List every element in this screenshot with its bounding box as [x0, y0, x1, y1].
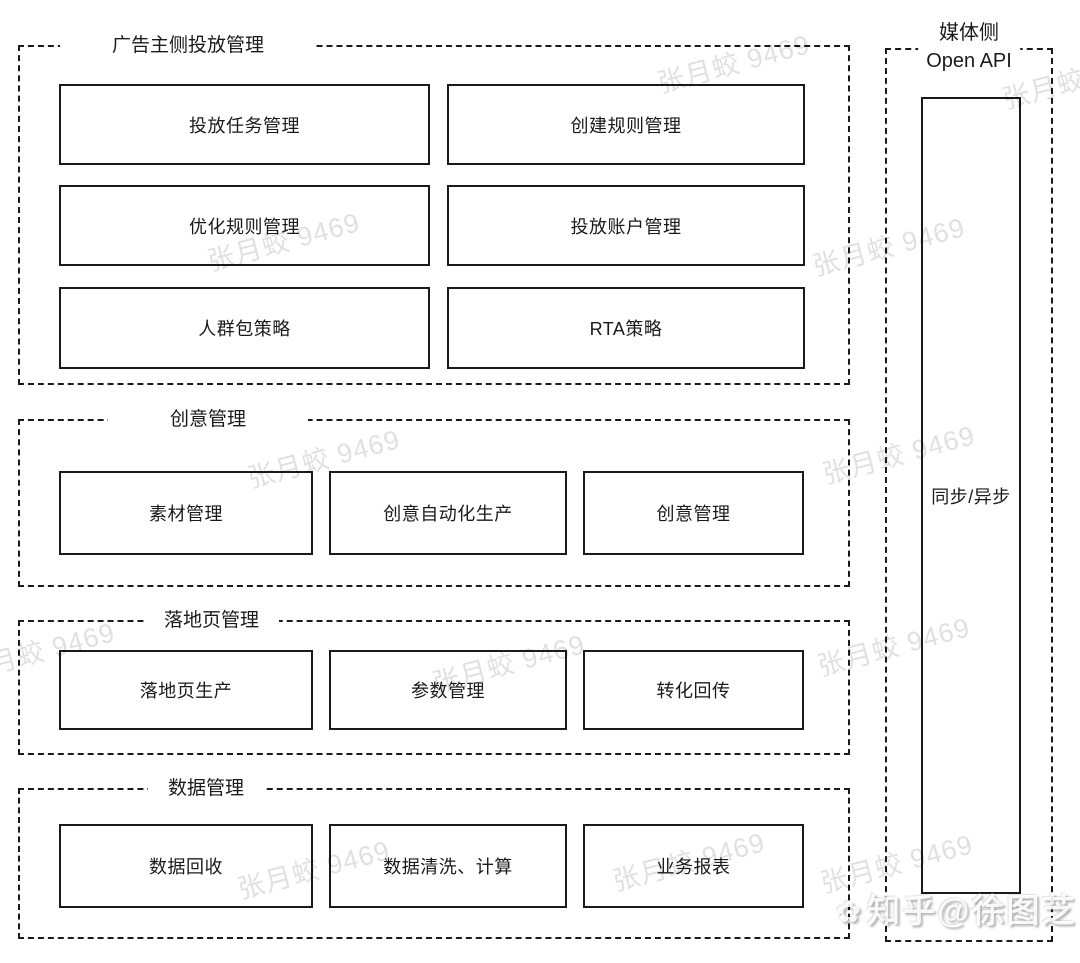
- node-creative-automated-production: 创意自动化生产: [329, 471, 567, 555]
- node-audience-package-strategy: 人群包策略: [59, 287, 430, 369]
- node-creation-rule-management: 创建规则管理: [447, 84, 805, 165]
- node-data-collection: 数据回收: [59, 824, 313, 908]
- section-data-management: 数据管理 数据回收 数据清洗、计算 业务报表: [18, 774, 850, 939]
- node-sync-async-channel: 同步/异步: [921, 97, 1021, 894]
- section-title-landing-page: 落地页管理: [144, 606, 280, 636]
- section-advertiser-delivery-management: 广告主侧投放管理 投放任务管理 创建规则管理 优化规则管理 投放账户管理 人群包…: [18, 31, 850, 385]
- node-delivery-account-management: 投放账户管理: [447, 185, 805, 266]
- node-material-management: 素材管理: [59, 471, 313, 555]
- node-parameter-management: 参数管理: [329, 650, 567, 730]
- node-conversion-postback: 转化回传: [583, 650, 804, 730]
- section-creative-management: 创意管理 素材管理 创意自动化生产 创意管理: [18, 405, 850, 587]
- node-business-reports: 业务报表: [583, 824, 804, 908]
- node-rta-strategy: RTA策略: [447, 287, 805, 369]
- node-creative-management: 创意管理: [583, 471, 804, 555]
- node-optimization-rule-management: 优化规则管理: [59, 185, 430, 266]
- media-title-line2: Open API: [926, 50, 1012, 72]
- section-title-advertiser: 广告主侧投放管理: [60, 31, 317, 61]
- section-title-creative: 创意管理: [108, 405, 309, 435]
- section-landing-page-management: 落地页管理 落地页生产 参数管理 转化回传: [18, 606, 850, 755]
- node-landing-page-production: 落地页生产: [59, 650, 313, 730]
- media-title-line1: 媒体侧: [939, 22, 999, 44]
- node-delivery-task-management: 投放任务管理: [59, 84, 430, 165]
- media-panel-title: 媒体侧 Open API: [918, 19, 1020, 75]
- section-title-data: 数据管理: [148, 774, 265, 804]
- node-data-cleaning-computing: 数据清洗、计算: [329, 824, 567, 908]
- section-media-open-api: 媒体侧 Open API 同步/异步: [885, 19, 1053, 942]
